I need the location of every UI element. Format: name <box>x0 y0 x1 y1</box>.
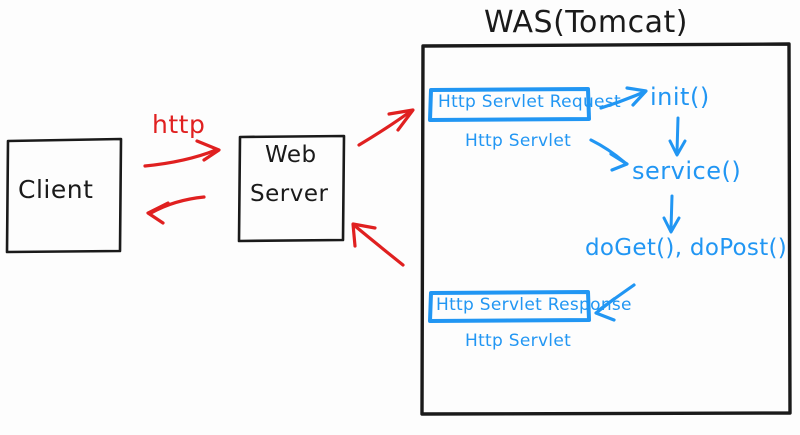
server-to-was-arrow <box>357 108 415 147</box>
http-servlet-response-box <box>428 290 591 323</box>
http-request-arrow <box>143 139 221 168</box>
lifecycle-step-service: service() <box>632 157 742 185</box>
doget-to-response-arrow <box>594 283 636 322</box>
web-server-label-line2: Server <box>250 181 329 207</box>
was-to-server-arrow <box>351 222 405 267</box>
http-servlet-request-label: Http Servlet Request <box>438 92 621 112</box>
page-title: WAS(Tomcat) <box>484 5 688 40</box>
web-server-box <box>237 134 346 243</box>
service-to-doget-arrow <box>662 194 681 234</box>
client-box <box>5 137 123 254</box>
init-to-service-arrow <box>668 116 687 157</box>
was-container-box <box>420 42 792 416</box>
client-label: Client <box>18 175 94 204</box>
lifecycle-step-doget-dopost: doGet(), doPost() <box>585 235 788 261</box>
http-servlet-response-label: Http Servlet Response <box>436 295 632 315</box>
request-to-service-arrow <box>589 138 629 172</box>
http-servlet-request-box <box>428 87 591 122</box>
request-to-init-arrow <box>599 86 648 110</box>
http-servlet-request-sublabel: Http Servlet <box>465 131 572 151</box>
http-response-arrow <box>146 195 206 225</box>
http-protocol-label: http <box>152 110 206 139</box>
http-servlet-response-sublabel: Http Servlet <box>465 331 572 351</box>
lifecycle-step-init: init() <box>650 83 710 111</box>
web-server-label-line1: Web <box>265 142 317 168</box>
